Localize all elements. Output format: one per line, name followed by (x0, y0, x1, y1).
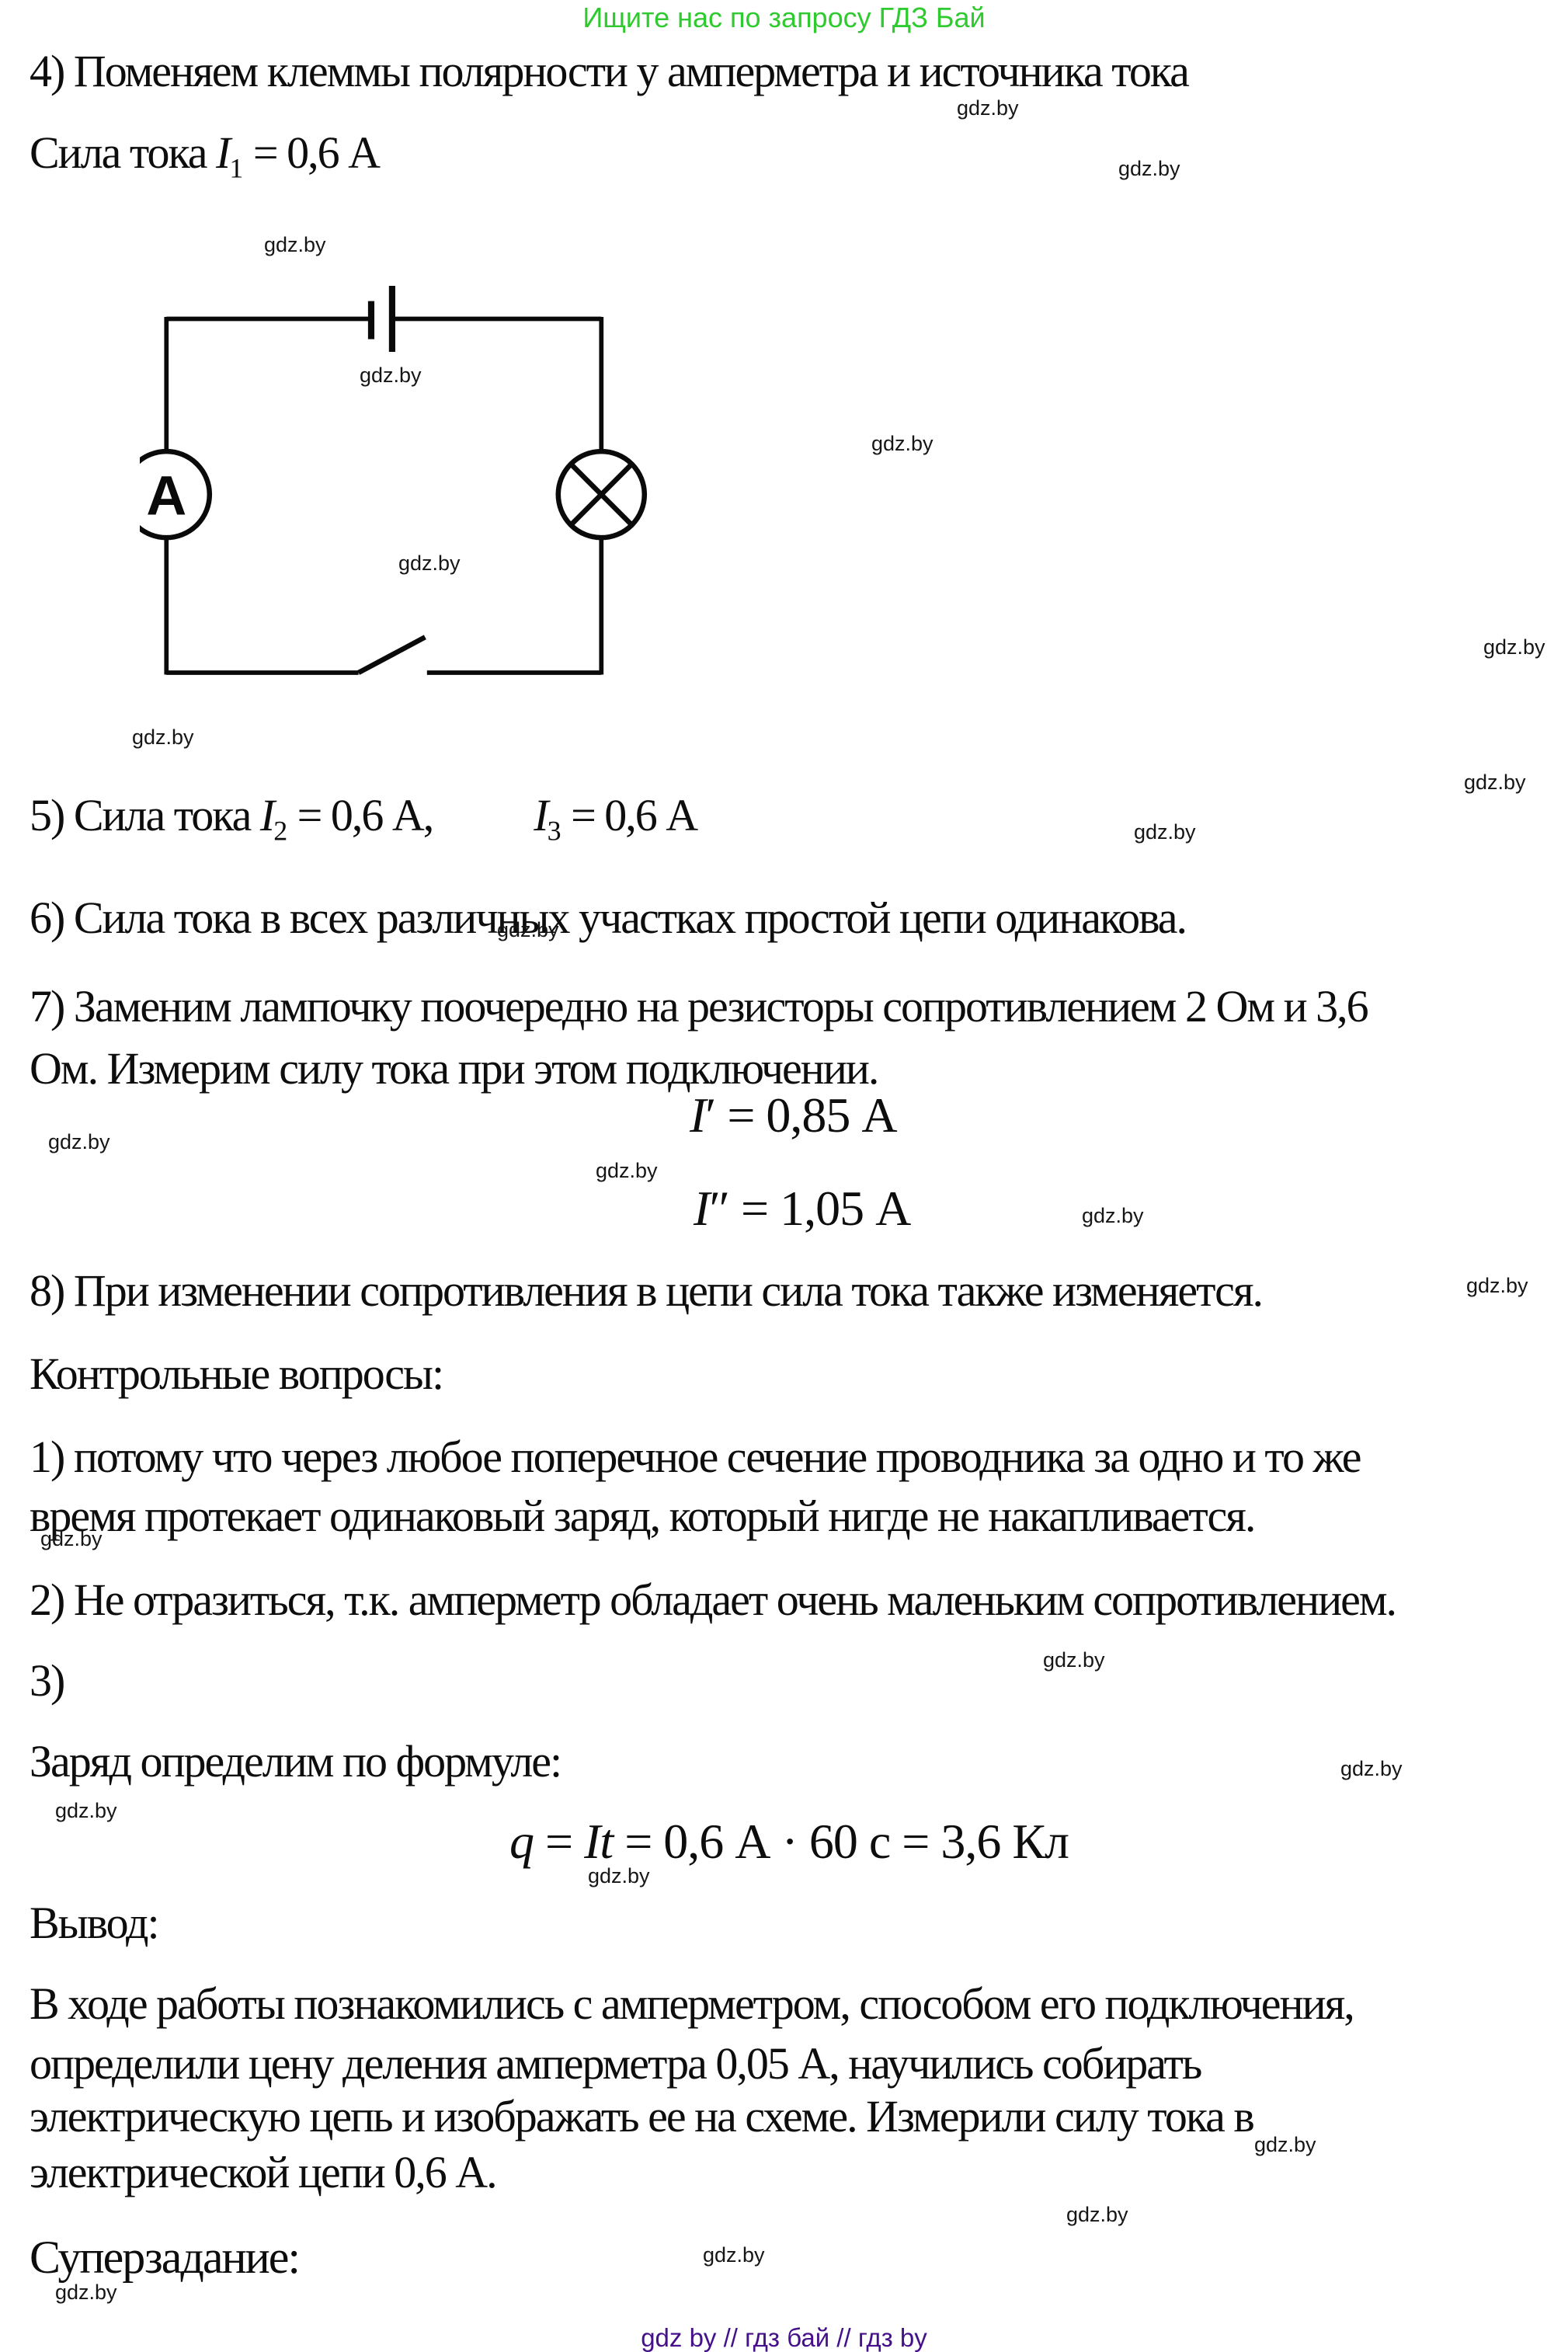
gdz-watermark: gdz.by (1466, 1274, 1528, 1297)
conclusion-line-4: электрической цепи 0,6 А. (30, 2147, 498, 2197)
item-5-line: 5) Сила тока I2 = 0,6 А,I3 = 0,6 А (30, 789, 698, 845)
equation-i-double-prime: I″ = 1,05 А (694, 1180, 911, 1237)
lamp-cross-2 (568, 462, 634, 527)
eq3-value: = 0,6 А · 60 с = 3,6 Кл (613, 1814, 1069, 1869)
item-7-line-1: 7) Заменим лампочку поочередно на резист… (30, 981, 1369, 1032)
item-4-line: 4) Поменяем клеммы полярности у ампермет… (30, 46, 1190, 96)
gdz-watermark: gdz.by (360, 364, 422, 387)
gdz-watermark: gdz.by (1254, 2133, 1316, 2156)
ammeter-label: A (146, 465, 186, 527)
gdz-watermark: gdz.by (1043, 1648, 1105, 1672)
current-i1-value: = 0,6 А (243, 127, 381, 178)
gdz-watermark: gdz.by (55, 2281, 117, 2304)
gdz-watermark: gdz.by (957, 96, 1019, 120)
eq3-var-q: q (509, 1814, 534, 1869)
equation-charge: q = It = 0,6 А · 60 с = 3,6 Кл (509, 1813, 1069, 1870)
gdz-watermark: gdz.by (497, 918, 559, 941)
item-6-line: 6) Сила тока в всех различных участках п… (30, 892, 1187, 943)
gdz-watermark: gdz.by (132, 725, 194, 749)
conclusion-heading: Вывод: (30, 1898, 160, 1948)
control-questions-heading: Контрольные вопросы: (30, 1348, 444, 1399)
gdz-watermark: gdz.by (871, 432, 933, 455)
eq2-prime: ″ (709, 1181, 730, 1236)
charge-formula-intro: Заряд определим по формуле: (30, 1736, 562, 1787)
eq2-value: = 1,05 А (728, 1181, 911, 1236)
current-i1-text: Сила тока (30, 127, 217, 178)
answer-2-line: 2) Не отразиться, т.к. амперметр обладае… (30, 1574, 1397, 1625)
conclusion-line-2: определили цену деления амперметра 0,05 … (30, 2038, 1202, 2089)
answer-1-line-2: время протекает одинаковый заряд, которы… (30, 1491, 1256, 1541)
gdz-watermark: gdz.by (48, 1130, 110, 1153)
conclusion-line-3: электрическую цепь и изображать ее на сх… (30, 2091, 1255, 2142)
gdz-watermark: gdz.by (40, 1527, 103, 1550)
item-5-sub-2: 2 (273, 815, 288, 847)
gdz-watermark: gdz.by (596, 1159, 658, 1182)
gdz-watermark: gdz.by (703, 2243, 765, 2267)
eq2-var: I (694, 1181, 710, 1236)
item-5-text: 5) Сила тока (30, 790, 260, 840)
current-i1-sub: 1 (229, 152, 244, 184)
ammeter-circle (140, 448, 213, 541)
wires (164, 316, 604, 675)
item-5-value-2: = 0,6 А (561, 790, 698, 840)
footer-tagline: gdz by // гдз бай // гдз by (641, 2323, 927, 2352)
conclusion-line-1: В ходе работы познакомились с амперметро… (30, 1978, 1355, 2029)
gdz-watermark: gdz.by (1134, 820, 1196, 844)
ammeter-symbol (140, 448, 213, 541)
lamp-circle (555, 448, 648, 541)
gdz-watermark: gdz.by (1340, 1757, 1403, 1780)
gdz-watermark: gdz.by (1464, 771, 1526, 794)
item-5-var-i2: I (259, 790, 275, 840)
eq3-var-it: It (584, 1814, 614, 1869)
eq1-value: = 0,85 А (715, 1087, 897, 1143)
gdz-watermark: gdz.by (398, 551, 461, 575)
gdz-watermark: gdz.by (1118, 157, 1180, 180)
gdz-watermark: gdz.by (588, 1864, 650, 1888)
lamp-symbol (555, 448, 648, 541)
gdz-watermark: gdz.by (1066, 2203, 1128, 2226)
header-banner: Ищите нас по запросу ГДЗ Бай (582, 2, 986, 33)
gdz-watermark: gdz.by (55, 1799, 117, 1822)
gdz-watermark: gdz.by (1483, 635, 1545, 659)
item-7-line-2: Ом. Измерим силу тока при этом подключен… (30, 1043, 879, 1094)
item-8-line: 8) При изменении сопротивления в цепи си… (30, 1265, 1264, 1316)
eq1-prime: ′ (705, 1087, 716, 1143)
answer-1-line-1: 1) потому что через любое поперечное сеч… (30, 1432, 1361, 1482)
item-5-var-i3: I (534, 790, 548, 840)
switch-lever (357, 635, 426, 675)
answer-3-line: 3) (30, 1655, 65, 1706)
item-5-sub-3: 3 (547, 815, 561, 847)
current-i1-var: I (216, 127, 231, 178)
supertask-heading: Суперзадание: (30, 2232, 301, 2283)
circuit-diagram: A (140, 286, 648, 675)
eq1-var: I (690, 1087, 706, 1143)
switch-symbol (357, 635, 426, 675)
battery-symbol (367, 286, 395, 352)
current-i1-line: Сила тока I1 = 0,6 А (30, 127, 381, 183)
gdz-watermark: gdz.by (264, 233, 326, 256)
gdz-watermark: gdz.by (1082, 1204, 1144, 1227)
item-5-value-1: = 0,6 А, (287, 790, 435, 840)
eq3-equals: = (534, 1814, 585, 1869)
equation-i-prime: I′ = 0,85 А (690, 1087, 898, 1144)
